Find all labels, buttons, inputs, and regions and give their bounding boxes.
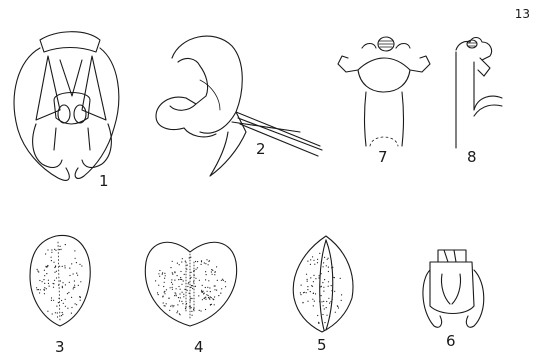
figure-8-label: 8 <box>467 150 477 165</box>
figure-6-column <box>423 250 484 327</box>
figure-4-lip <box>145 242 236 326</box>
figure-4-label: 4 <box>194 340 204 355</box>
figure-1-flower-front <box>14 32 119 181</box>
figure-8-column-side <box>456 38 502 149</box>
figure-2-label: 2 <box>256 142 266 157</box>
figure-1-label: 1 <box>99 174 109 189</box>
figure-7-column-front <box>338 37 430 146</box>
figure-5-label: 5 <box>317 338 327 353</box>
figure-7-label: 7 <box>378 150 388 165</box>
figure-3-label: 3 <box>55 340 65 355</box>
figure-6-label: 6 <box>446 334 456 349</box>
figure-5-sepal <box>293 236 353 332</box>
figure-2-flower-side <box>156 36 322 176</box>
stipple-dots <box>36 244 342 324</box>
